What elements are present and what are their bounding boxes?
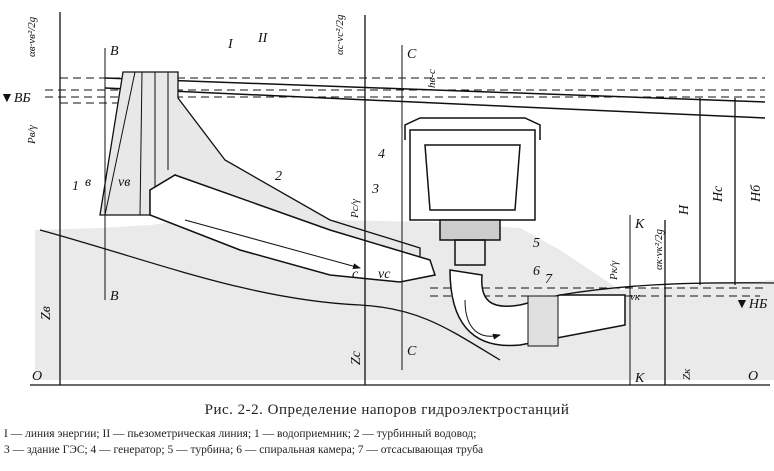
figure-legend-line-1: I — линия энергии; II — пьезометрическая… — [4, 428, 477, 440]
downstream-level-label: ▼НБ — [735, 297, 767, 312]
label-5: 5 — [533, 236, 540, 251]
label-line-ii: II — [257, 31, 269, 46]
head-hc: Hс — [711, 185, 726, 203]
pressure-head-c: Pc/γ — [349, 198, 361, 219]
upstream-level-label: ▼ВБ — [0, 91, 31, 106]
section-k-top: K — [634, 217, 645, 232]
velocity-b: vв — [118, 175, 130, 190]
section-k-bottom: K — [634, 371, 645, 386]
label-1: 1 — [72, 179, 79, 194]
ground-fill — [35, 215, 774, 380]
powerhouse — [404, 117, 541, 266]
figure-title: Рис. 2-2. Определение напоров гидроэлект… — [204, 402, 570, 418]
elevation-zc: Zc — [349, 350, 364, 365]
figure-legend-line-2: 3 — здание ГЭС; 4 — генератор; 5 — турби… — [4, 444, 484, 456]
label-6: 6 — [533, 264, 540, 279]
datum-right: O — [748, 369, 758, 384]
velocity-c: vc — [378, 267, 391, 282]
head-loss: hв-с — [426, 69, 438, 88]
velocity-head-k: αк·vк²/2g — [653, 228, 665, 270]
section-b-top: B — [110, 44, 119, 59]
datum-left: O — [32, 369, 42, 384]
point-c: с — [352, 267, 359, 282]
velocity-head-c: αc·vc²/2g — [334, 14, 346, 55]
pressure-head-b: Pв/γ — [26, 124, 38, 145]
hydro-head-diagram: ▼ВБ ▼НБ B B C C K K O O I II 1 2 3 4 5 6… — [0, 12, 774, 386]
head-h: H — [677, 204, 692, 216]
label-2: 2 — [275, 169, 282, 184]
head-hb: Hб — [749, 184, 764, 203]
label-line-i: I — [227, 37, 234, 52]
piezometric-line-ii — [104, 87, 766, 119]
energy-line-i — [104, 77, 766, 103]
elevation-zb: Zв — [39, 306, 54, 320]
section-c-bottom: C — [407, 344, 417, 359]
velocity-k: vк — [630, 291, 641, 303]
section-b-bottom: B — [110, 289, 119, 304]
section-c-top: C — [407, 47, 417, 62]
point-b: в — [85, 175, 91, 190]
label-4: 4 — [378, 147, 385, 162]
velocity-head-b: αв·vв²/2g — [26, 16, 38, 57]
pressure-head-k: Pк/γ — [608, 260, 620, 281]
label-3: 3 — [371, 182, 379, 197]
label-7: 7 — [545, 272, 553, 287]
elevation-zk: Zк — [681, 368, 693, 380]
penstock — [149, 174, 436, 283]
